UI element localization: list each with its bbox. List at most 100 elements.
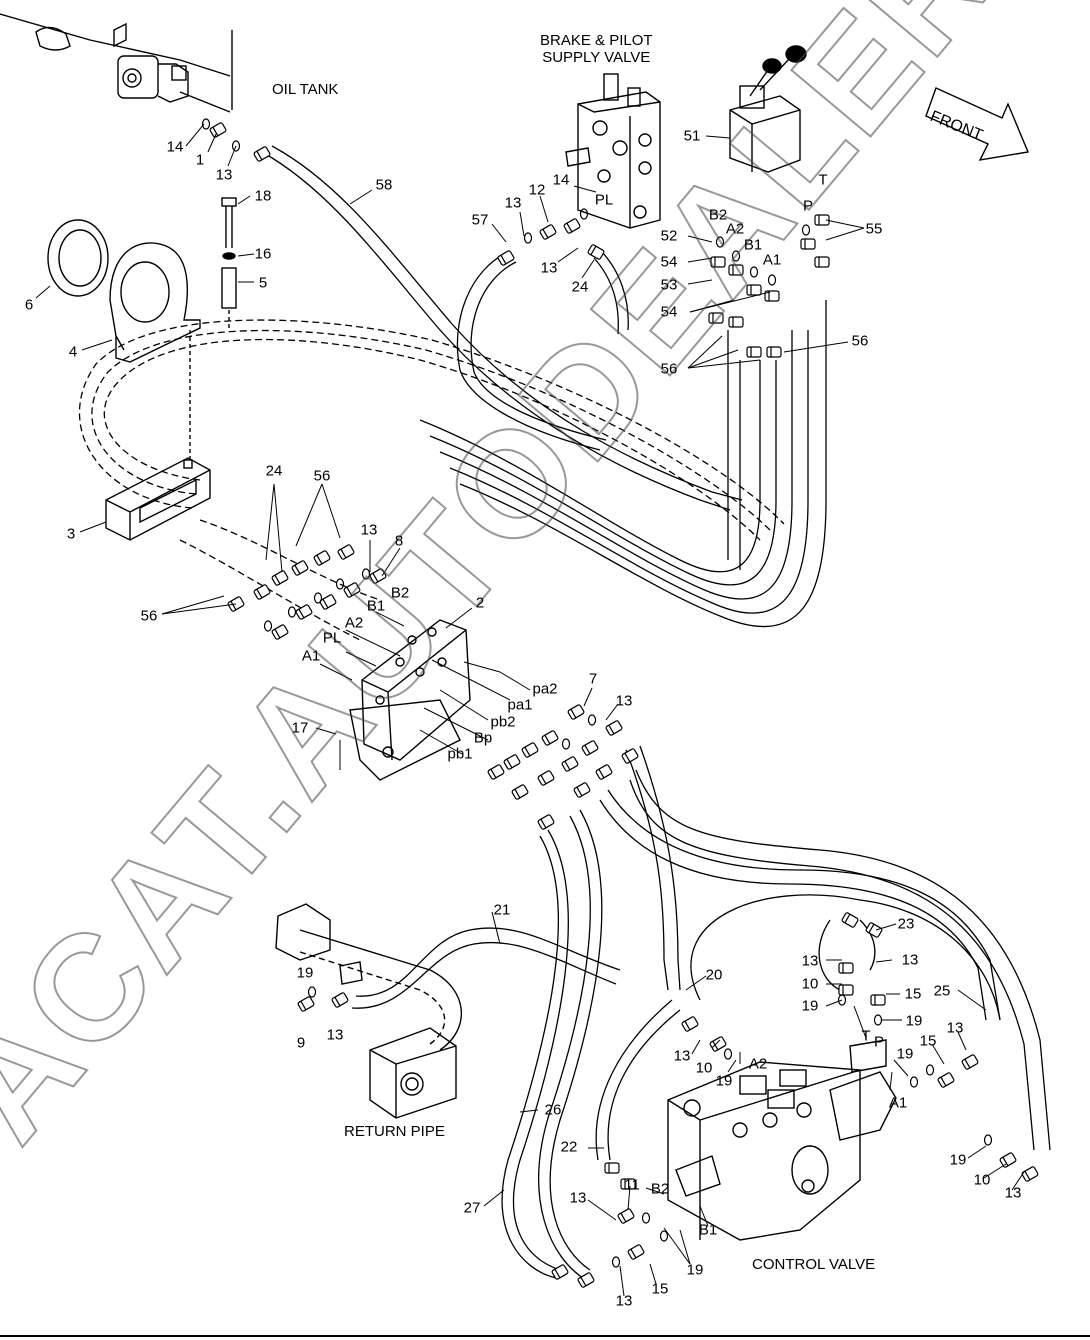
hose-fitting-nut (999, 1152, 1017, 1168)
label-10a: 10 (801, 975, 819, 993)
o-ring (715, 236, 725, 248)
label-13e: 13 (615, 692, 633, 710)
hose-fitting-nut-edge (540, 774, 547, 785)
label-13g: 13 (901, 951, 919, 969)
o-ring (983, 1134, 993, 1146)
hose-fitting-nut (577, 1272, 595, 1288)
label-7: 7 (588, 670, 598, 688)
label-13m: 13 (1004, 1184, 1022, 1202)
hose-fitting-nut (1021, 1166, 1039, 1182)
label-A1-c: A1 (888, 1094, 908, 1112)
label-20: 20 (705, 966, 723, 984)
bracket-block-3 (105, 457, 211, 541)
brake-pilot-valve (565, 73, 661, 229)
label-B2-c: B2 (650, 1180, 670, 1198)
hose-fitting-nut (521, 742, 539, 758)
hose-fitting-nut-edge (322, 598, 329, 609)
hose-fitting-nut (587, 244, 605, 260)
hose-fitting-nut (343, 582, 361, 598)
label-57: 57 (471, 211, 489, 229)
control-valve-caption: CONTROL VALVE (752, 1256, 876, 1273)
label-54a: 54 (660, 253, 678, 271)
hose-fitting-nut-edge (566, 222, 573, 233)
hose-fitting-nut (271, 624, 289, 640)
o-ring (579, 208, 589, 220)
label-B1-a: B1 (743, 236, 763, 254)
label-pb2: pb2 (490, 713, 516, 731)
hose-fitting-nut (539, 224, 557, 240)
label-A1-b: A1 (301, 647, 321, 665)
label-15b: 15 (919, 1032, 937, 1050)
label-19d: 19 (715, 1072, 733, 1090)
hose-fitting-nut-edge (608, 724, 615, 735)
o-ring (925, 1064, 935, 1076)
hose-fitting-nut-edge (316, 554, 323, 565)
hose-fitting-nut-edge (524, 746, 531, 757)
label-14a: 14 (166, 138, 184, 156)
label-15a: 15 (904, 985, 922, 1003)
label-19g: 19 (949, 1151, 967, 1169)
label-24a: 24 (571, 278, 589, 296)
hose-fitting-nut-edge (294, 564, 301, 575)
hose-fitting-nut (337, 544, 355, 560)
hose-fitting-nut-edge (580, 1276, 587, 1287)
hose-fitting-nut (937, 1072, 955, 1088)
bracket-4 (109, 242, 201, 363)
hoses (78, 145, 1051, 1281)
hose-fitting-nut-edge (490, 768, 497, 779)
o-ring (731, 250, 741, 262)
brake-valve-caption-line2: SUPPLY VALVE (542, 49, 651, 66)
hose-fitting-nut (209, 122, 227, 138)
label-26: 26 (544, 1101, 562, 1119)
label-14b: 14 (552, 171, 570, 189)
o-ring (767, 274, 777, 286)
label-56c: 56 (313, 467, 331, 485)
hose-fitting-nut (537, 814, 555, 830)
hose-fitting-nut-edge (576, 786, 583, 797)
hose-fitting-nut-edge (230, 600, 237, 611)
hose-fitting-nut-edge (542, 228, 549, 239)
label-6: 6 (24, 296, 34, 314)
hose-fitting-nut (253, 584, 271, 600)
control-valve (667, 1039, 897, 1241)
label-19c: 19 (296, 964, 314, 982)
hose-fitting-nut (497, 250, 515, 266)
label-52: 52 (660, 227, 678, 245)
hose-fitting-nut-edge (868, 923, 875, 934)
hose-fitting-nut-edge (506, 758, 513, 769)
hose-fitting-nut-edge (544, 734, 551, 745)
hose-fitting-nut (503, 754, 521, 770)
label-55: 55 (865, 220, 883, 238)
label-19e: 19 (896, 1045, 914, 1063)
o-ring (231, 140, 241, 152)
hose-fitting-nut (567, 704, 585, 720)
label-Bp: Bp (473, 729, 493, 747)
label-13c: 13 (540, 259, 558, 277)
label-4: 4 (68, 343, 78, 361)
hose-fitting-nut-edge (1024, 1170, 1031, 1181)
hose-fitting-nut-edge (712, 1040, 719, 1051)
remote-control-valve (729, 45, 807, 173)
label-13h: 13 (326, 1026, 344, 1044)
hose-fitting-nut-edge (500, 254, 507, 265)
label-54b: 54 (660, 303, 678, 321)
o-ring (587, 714, 597, 726)
o-ring (873, 1014, 883, 1026)
hose-fitting-nut (253, 146, 271, 162)
o-ring (307, 986, 317, 998)
label-13a: 13 (215, 166, 233, 184)
label-PL-b: PL (322, 629, 342, 647)
o-ring (659, 1230, 669, 1242)
hose-fitting-nut-edge (300, 1000, 307, 1011)
label-9: 9 (296, 1034, 306, 1052)
label-B2-a: B2 (708, 206, 728, 224)
o-ring (201, 118, 211, 130)
label-PL-a: PL (594, 191, 614, 209)
leader-lines (35, 123, 1025, 1297)
o-ring (335, 578, 345, 590)
label-pa2: pa2 (532, 680, 558, 698)
hose-fitting-nut-edge (598, 768, 605, 779)
front-arrow (925, 87, 1029, 161)
label-13b: 13 (504, 194, 522, 212)
